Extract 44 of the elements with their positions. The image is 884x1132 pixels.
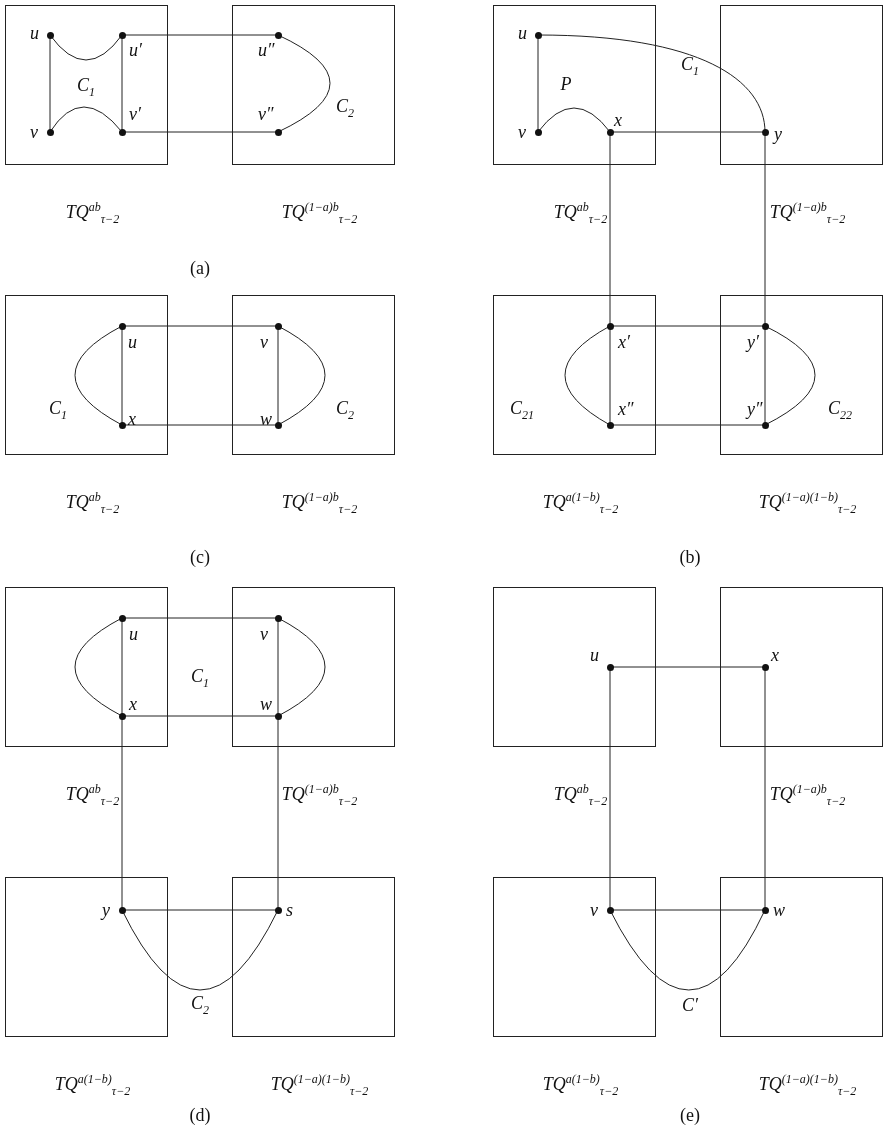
panel-caption: (b) [679,548,701,566]
cycle-label: C$_{1}$ [681,55,699,77]
vertex-label: y [774,125,782,143]
vertex-label: y″ [747,400,763,418]
vertex-label: x [129,695,137,713]
panel-caption: (e) [680,1106,700,1124]
vertex-label: w [260,695,272,713]
cycle-label: C$_{22}$ [828,399,852,421]
vertex-label: u [518,24,527,42]
vertex-label: x [614,111,622,129]
vertex-label: x [771,646,779,664]
vertex-label: v [590,901,598,919]
cycle-label: C$_{2}$ [191,994,209,1016]
vertex-label: u [30,24,39,42]
vertex-label: v [518,123,526,141]
vertex-label: v [260,333,268,351]
vertex-label: s [286,901,293,919]
cycle-label: C$_{1}$ [191,667,209,689]
vertex-label: x [128,410,136,428]
cycle-label: C$_{21}$ [510,399,534,421]
panel-caption: (c) [190,548,210,566]
cycle-label: P [560,75,572,93]
vertex-label: y [102,901,110,919]
cycle-label: C$_{2}$ [336,97,354,119]
vertex-label: v [260,625,268,643]
vertex-label: u′ [129,41,142,59]
vertex-label: u [129,625,138,643]
vertex-label: v [30,123,38,141]
vertex-label: x′ [618,333,630,351]
vertex-label: w [773,901,785,919]
vertex-label: v″ [258,105,274,123]
panel-caption: (d) [189,1106,211,1124]
panel-caption: (a) [190,259,210,277]
cycle-label: C$_{2}$ [336,399,354,421]
cycle-label: C$_{1}$ [77,76,95,98]
vertex-label: w [260,410,272,428]
cycle-label: C′ [682,996,698,1014]
vertex-label: u [590,646,599,664]
vertex-label: u″ [258,41,275,59]
vertex-label: v′ [129,105,141,123]
cycle-label: C$_{1}$ [49,399,67,421]
vertex-label: y′ [747,333,759,351]
vertex-label: u [128,333,137,351]
vertex-label: x″ [618,400,634,418]
